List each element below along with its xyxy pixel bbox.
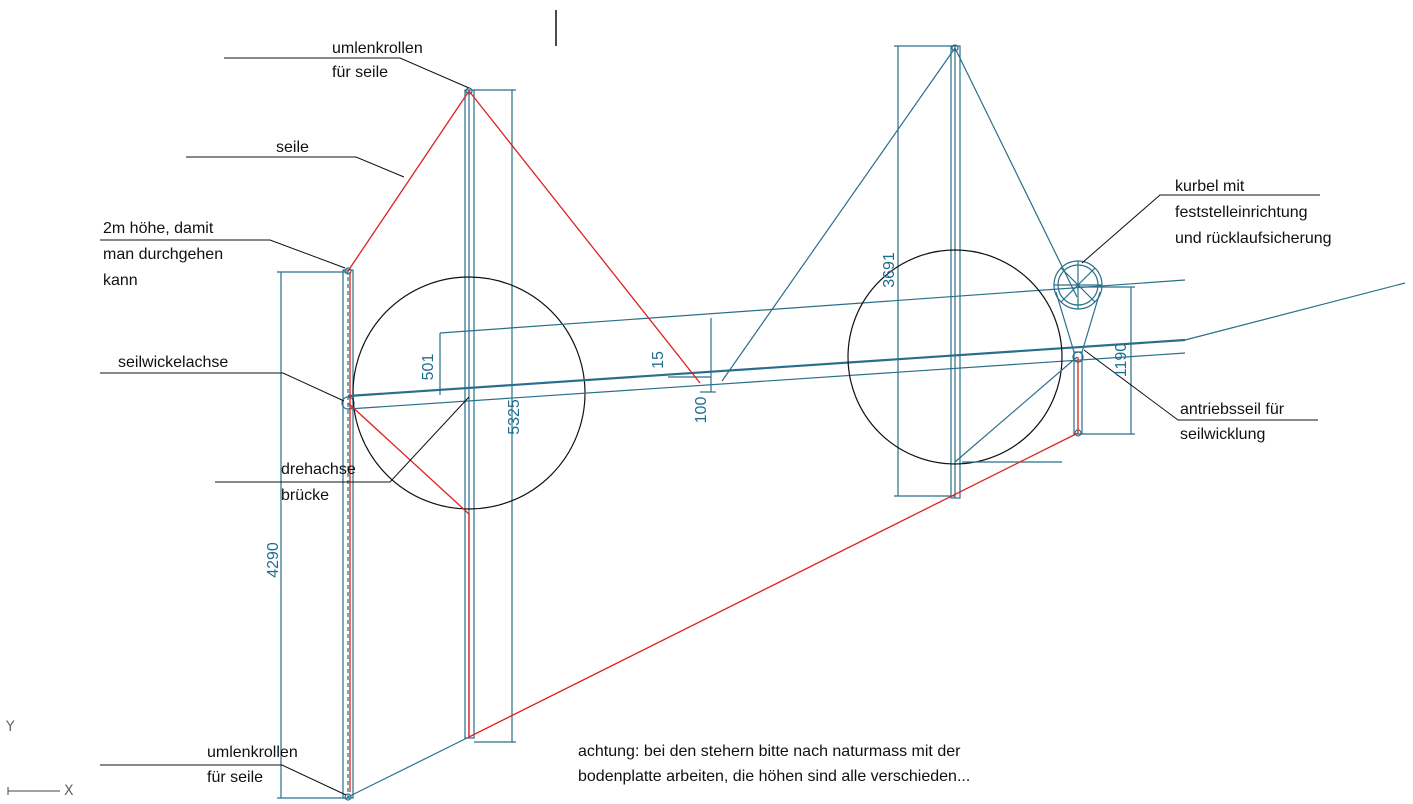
- rope-long-bottom: [468, 432, 1079, 738]
- leader-kurbel: [1081, 194, 1320, 264]
- label-umlenkrollen-bottom-2: für seile: [207, 769, 263, 786]
- label-seile: seile: [276, 139, 309, 156]
- label-kurbel-2: feststelleinrichtung: [1175, 204, 1308, 221]
- leader-hoehe: [100, 239, 346, 269]
- label-hoehe-1: 2m höhe, damit: [103, 220, 214, 237]
- label-antriebsseil-2: seilwicklung: [1180, 426, 1265, 443]
- label-kurbel-3: und rücklaufsicherung: [1175, 230, 1332, 247]
- deck-main: [347, 338, 1186, 398]
- axis-y-label: Y: [5, 719, 15, 735]
- leader-seilwickelachse: [100, 372, 345, 402]
- leader-umlenkrollen-top: [224, 57, 470, 89]
- rope-from-axle: [347, 402, 470, 737]
- dim-4290: 4290: [265, 542, 282, 578]
- dim-1190: 1190: [1113, 343, 1130, 378]
- label-hoehe-3: kann: [103, 272, 138, 289]
- ropes: [347, 90, 1079, 792]
- label-drehachse-1: drehachse: [281, 461, 356, 478]
- construction-geometry: [277, 44, 1406, 801]
- dim-15: 15: [650, 351, 667, 369]
- note-line-2: bodenplatte arbeiten, die höhen sind all…: [578, 768, 970, 785]
- label-drehachse-2: brücke: [281, 487, 329, 504]
- label-antriebsseil-1: antriebsseil für: [1180, 401, 1285, 418]
- deck-upper: [439, 279, 1186, 334]
- leader-umlenkrollen-bottom: [100, 764, 347, 796]
- left-post-bottom-pulley: [344, 793, 352, 801]
- dim-5325: 5325: [506, 399, 523, 435]
- label-kurbel-1: kurbel mit: [1175, 178, 1245, 195]
- axis-x-label: X: [64, 783, 74, 799]
- label-umlenkrollen-top-1: umlenkrollen: [332, 40, 423, 57]
- right-post-top-pulley: [951, 44, 959, 52]
- left-post-top-pulley: [344, 267, 352, 275]
- deck-lower: [347, 352, 1186, 410]
- right-circle: [847, 249, 1063, 465]
- rope-left-up: [347, 90, 470, 272]
- label-hoehe-2: man durchgehen: [103, 246, 223, 263]
- stay-left: [721, 47, 956, 382]
- note-line-1: achtung: bei den stehern bitte nach natu…: [578, 743, 961, 760]
- label-umlenkrollen-top-2: für seile: [332, 64, 388, 81]
- deck-extension: [1184, 282, 1406, 341]
- leader-seile: [186, 156, 405, 178]
- label-umlenkrollen-bottom-1: umlenkrollen: [207, 744, 298, 761]
- dim-100: 100: [693, 397, 710, 424]
- stay-right: [954, 47, 1078, 298]
- leader-drehachse: [215, 396, 470, 483]
- dim-501: 501: [420, 354, 437, 381]
- ucs-axis-icon: Y X: [5, 719, 74, 799]
- leaders: [100, 57, 1320, 796]
- leader-antriebsseil: [1083, 349, 1318, 421]
- label-seilwickelachse: seilwickelachse: [118, 354, 228, 371]
- dim-3691: 3691: [881, 252, 898, 288]
- rope-top-down: [468, 90, 701, 384]
